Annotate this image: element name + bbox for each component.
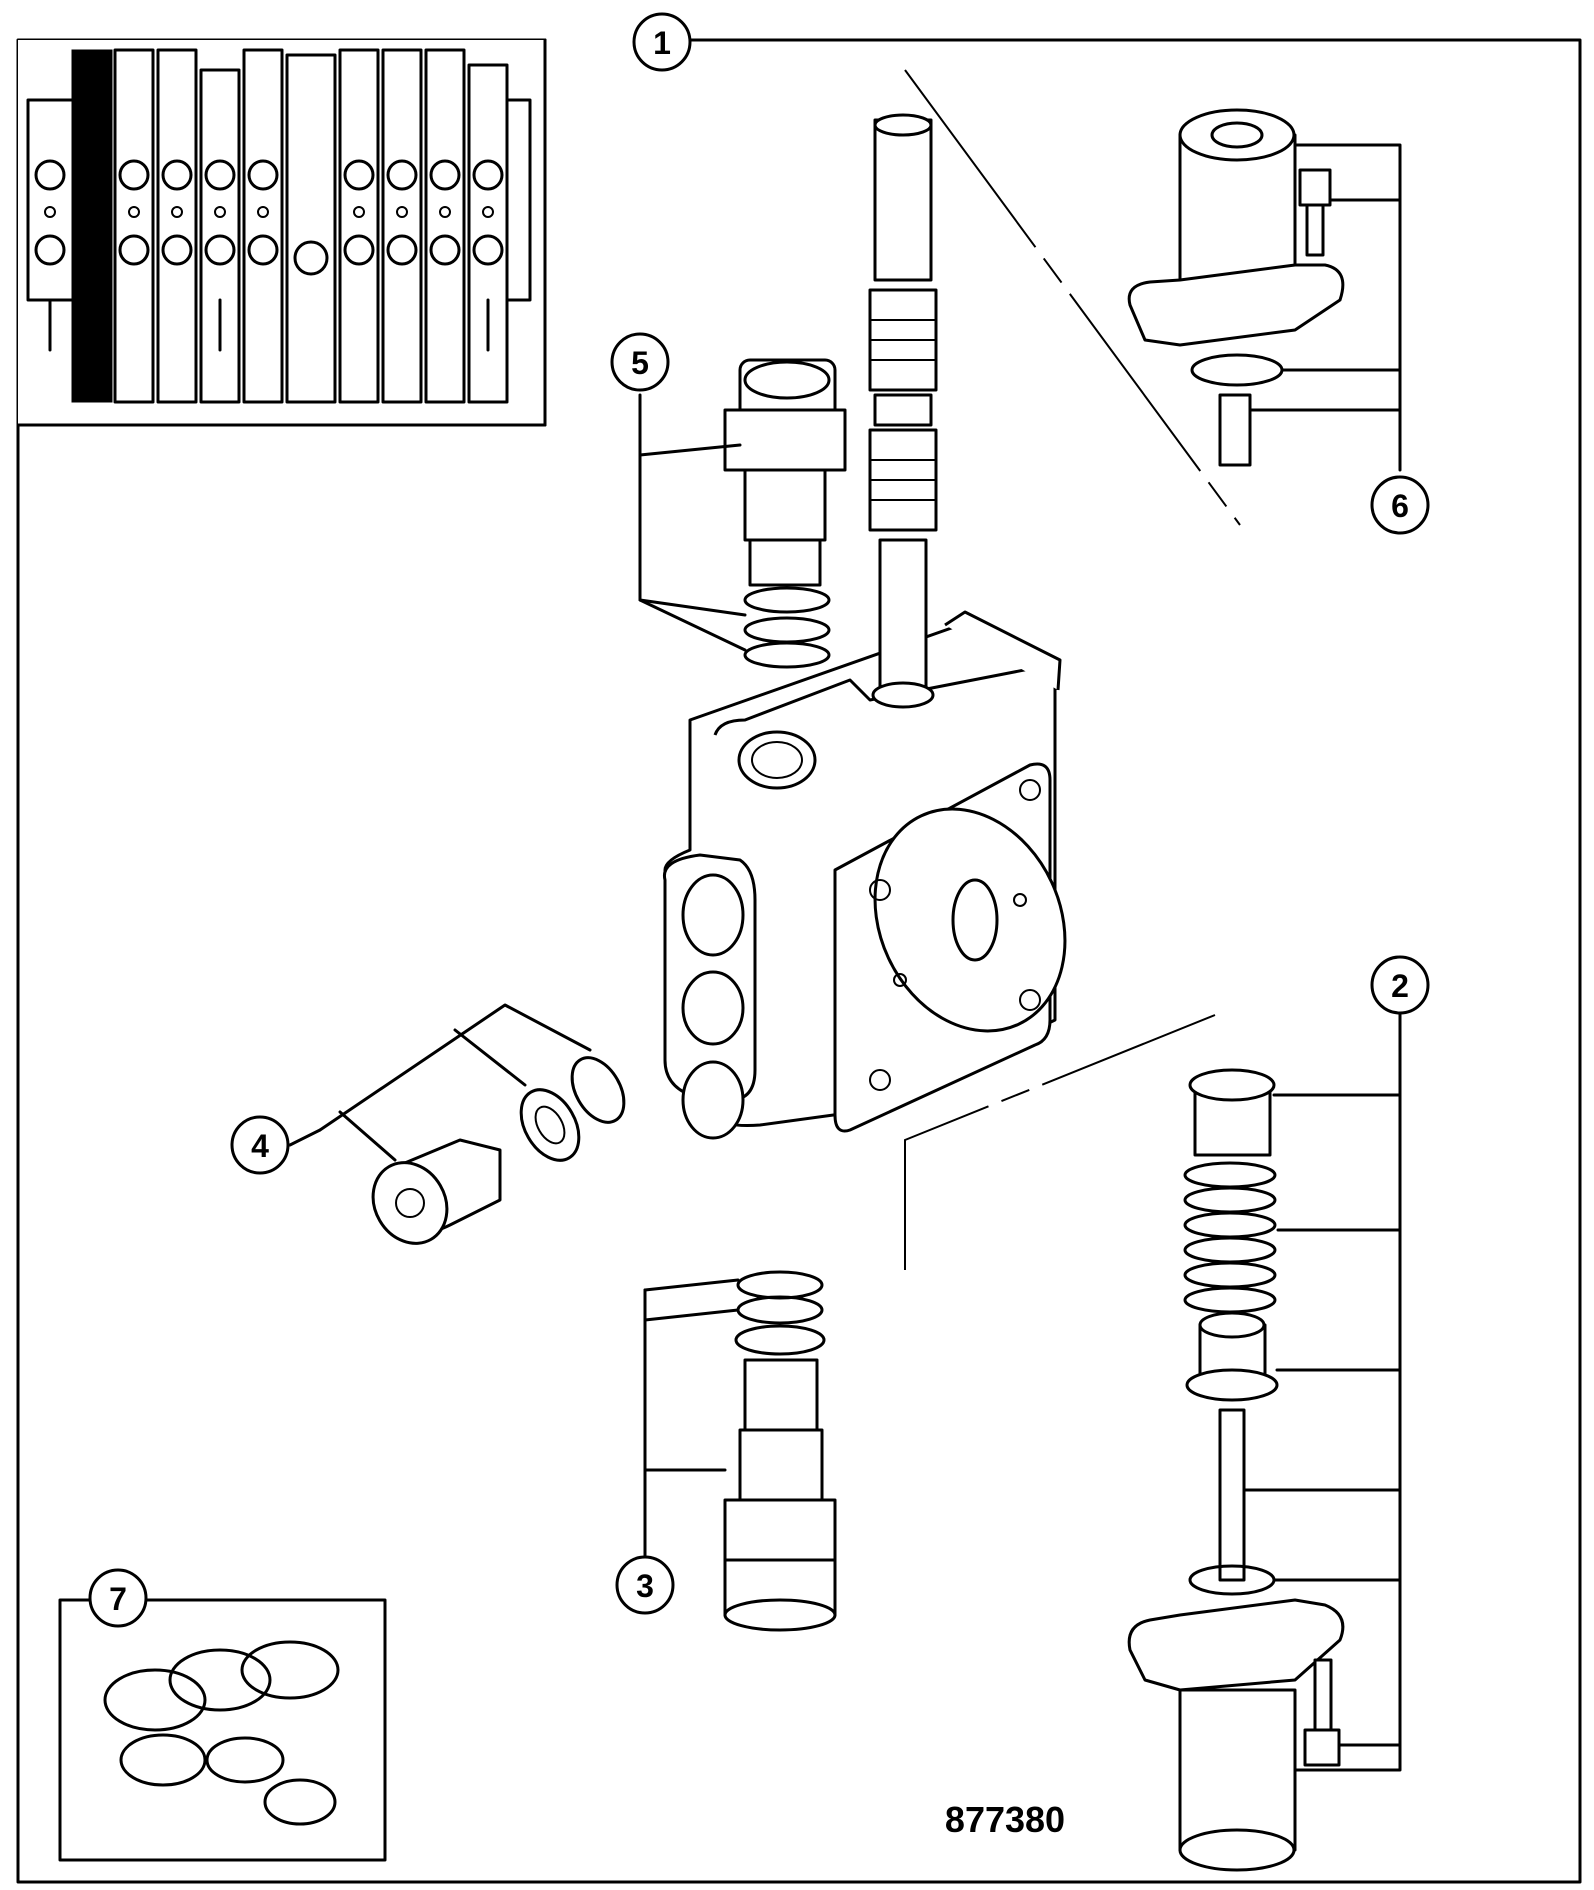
cap-assembly-upper xyxy=(1127,108,1345,467)
callout-1-label: 1 xyxy=(653,25,671,61)
callout-5: 5 xyxy=(610,332,670,392)
cap-assembly-lower xyxy=(1127,1068,1345,1872)
valve-body xyxy=(662,610,1067,1140)
spool xyxy=(868,113,938,709)
plug-assembly xyxy=(371,1056,626,1245)
callout-7: 7 xyxy=(88,1568,148,1628)
callout-3: 3 xyxy=(615,1555,675,1615)
leader-lines xyxy=(288,143,1402,1772)
relief-valve-upper xyxy=(723,358,847,669)
callout-7-label: 7 xyxy=(109,1581,127,1617)
callout-6-label: 6 xyxy=(1391,488,1409,524)
seal-kit xyxy=(58,1598,387,1862)
callout-6: 6 xyxy=(1370,475,1430,535)
callout-1: 1 xyxy=(632,12,692,72)
valve-bank-overview xyxy=(16,38,547,427)
callout-4-label: 4 xyxy=(251,1128,269,1164)
relief-valve-lower xyxy=(723,1270,837,1632)
callout-5-label: 5 xyxy=(631,345,649,381)
callout-4: 4 xyxy=(230,1115,290,1175)
callout-2: 2 xyxy=(1370,955,1430,1015)
callout-2-label: 2 xyxy=(1391,968,1409,1004)
highlighted-section xyxy=(71,49,113,403)
callout-3-label: 3 xyxy=(636,1568,654,1604)
reference-number: 877380 xyxy=(945,1799,1065,1840)
